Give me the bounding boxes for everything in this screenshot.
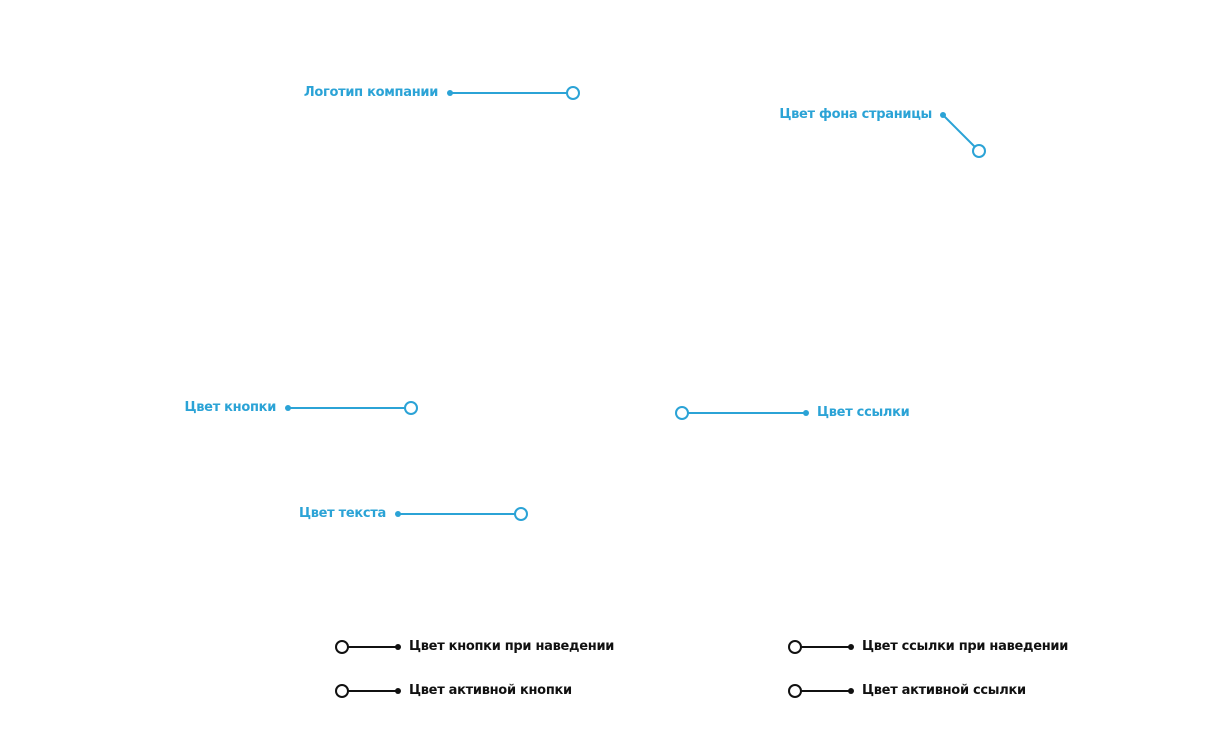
legend-link-active-marker xyxy=(788,684,854,698)
legend-button-active-marker xyxy=(335,684,401,698)
legend-button-active-label: Цвет активной кнопки xyxy=(409,683,572,698)
callout-link xyxy=(675,406,809,420)
legend-button-hover-marker xyxy=(335,640,401,654)
legend-link-active-dot xyxy=(848,688,854,694)
callout-logo-ring xyxy=(566,86,580,100)
callout-button xyxy=(285,401,418,415)
callout-button-label: Цвет кнопки xyxy=(184,400,276,415)
legend-button-hover-label: Цвет кнопки при наведении xyxy=(409,639,615,654)
callout-logo xyxy=(447,86,580,100)
callout-page-bg-label: Цвет фона страницы xyxy=(779,107,932,122)
legend-link-hover-label: Цвет ссылки при наведении xyxy=(862,639,1069,654)
legend-button-hover-dot xyxy=(395,644,401,650)
callout-button-ring xyxy=(404,401,418,415)
legend-button-active-dot xyxy=(395,688,401,694)
callout-link-dot xyxy=(803,410,809,416)
legend-link-active-ring xyxy=(788,684,802,698)
callout-text-dot xyxy=(395,511,401,517)
legend-link-hover-marker xyxy=(788,640,854,654)
callout-logo-dot xyxy=(447,90,453,96)
callout-text xyxy=(395,507,528,521)
legend-link-hover-dot xyxy=(848,644,854,650)
callout-button-dot xyxy=(285,405,291,411)
callout-page-bg-line xyxy=(942,114,976,148)
callout-page-bg-dot xyxy=(940,112,946,118)
callout-page-bg-ring xyxy=(972,144,986,158)
callout-link-ring xyxy=(675,406,689,420)
legend-link-active-label: Цвет активной ссылки xyxy=(862,683,1026,698)
callout-link-label: Цвет ссылки xyxy=(817,405,910,420)
legend-button-active-ring xyxy=(335,684,349,698)
callout-page-bg xyxy=(940,112,986,158)
callout-text-ring xyxy=(514,507,528,521)
legend-link-hover-ring xyxy=(788,640,802,654)
legend-button-hover-ring xyxy=(335,640,349,654)
callout-logo-label: Логотип компании xyxy=(303,85,438,100)
callout-text-label: Цвет текста xyxy=(298,506,386,521)
